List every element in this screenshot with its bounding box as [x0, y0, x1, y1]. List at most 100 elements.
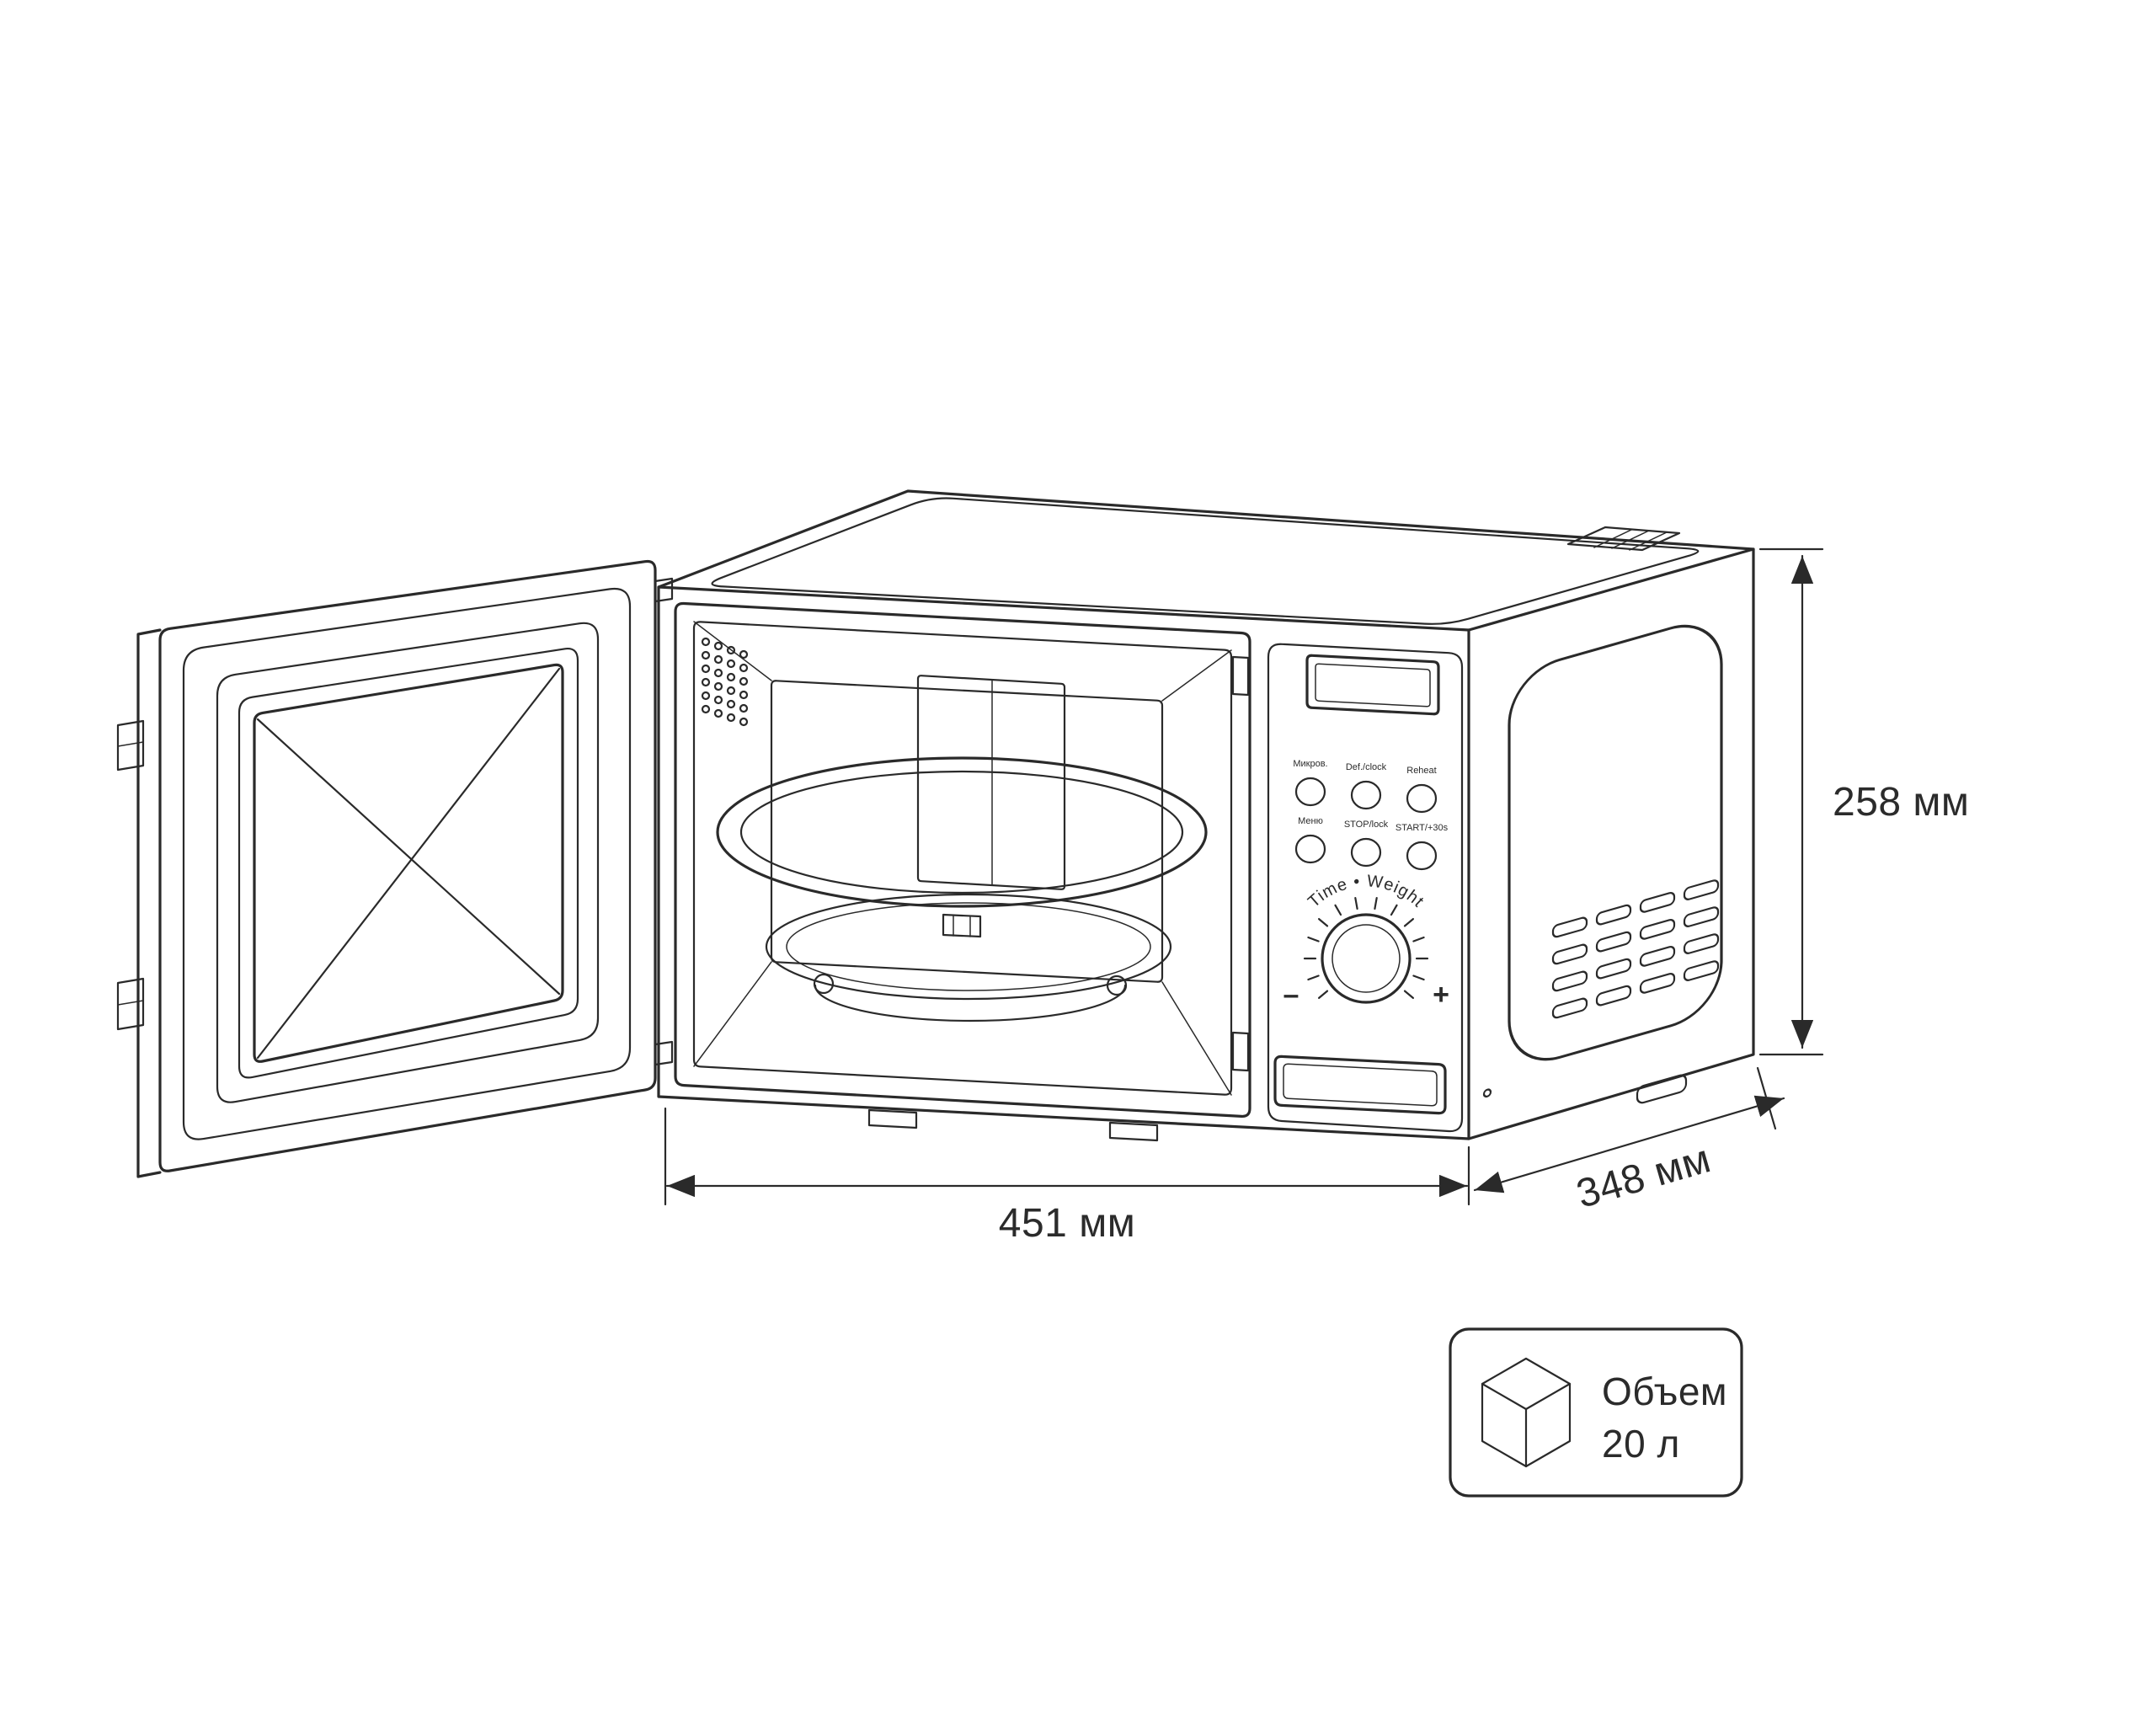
panel-button-label-defrost: Def./clock [1346, 762, 1387, 772]
cavity-edge-top-left [693, 621, 772, 681]
vent-hole [739, 676, 749, 686]
latch-slot-bottom [1231, 1031, 1250, 1072]
knob-tick [1412, 974, 1425, 981]
height-dim-label: 258 мм [1833, 780, 1969, 825]
vent-hole [726, 659, 736, 669]
vent-hole [713, 654, 723, 665]
vent-hole [726, 713, 736, 723]
vent-slot [1551, 916, 1588, 938]
top-panel-outline [711, 497, 1700, 625]
cavity-door-seal [692, 621, 1233, 1096]
door-frame-outer [182, 587, 632, 1140]
door-window [253, 663, 564, 1063]
vent-hole [739, 649, 749, 659]
panel-button-microwave [1294, 777, 1326, 807]
knob-tick [1354, 896, 1358, 910]
vent-hole [739, 663, 749, 673]
vent-hole [701, 664, 711, 674]
foot-front-right [1108, 1121, 1159, 1142]
vent-slot [1683, 906, 1720, 927]
knob-tick [1390, 904, 1398, 916]
vent-slot [1595, 958, 1632, 980]
door-latch-top [654, 577, 674, 603]
microwave-body [657, 489, 1755, 1142]
vent-slot [1551, 997, 1588, 1019]
vent-slot [1595, 904, 1632, 926]
door-window-cross-1 [256, 718, 561, 996]
knob-tick [1403, 990, 1415, 1000]
dimension-height: 258 мм [1758, 547, 1969, 1056]
volume-label: Объем [1602, 1370, 1727, 1413]
panel-button-start [1406, 841, 1438, 871]
vent-hole [739, 717, 749, 727]
door-hinge-bottom [116, 977, 145, 1031]
volume-value: 20 л [1602, 1422, 1680, 1466]
vent-hole [713, 695, 723, 705]
panel-button-reheat [1406, 783, 1438, 814]
vent-hole [726, 645, 736, 655]
knob-tick [1317, 917, 1329, 927]
foot-rear [1636, 1074, 1688, 1104]
panel-button-label-reheat: Reheat [1406, 766, 1436, 776]
vent-hole [701, 677, 711, 687]
panel-button-stop [1350, 837, 1382, 868]
door-window-cross-2 [256, 667, 561, 1060]
turntable-coupler [942, 913, 982, 938]
cavity-edge-bottom-left [693, 961, 772, 1067]
width-dim-label: 451 мм [999, 1201, 1135, 1246]
knob-tick [1412, 936, 1425, 942]
cavity-edge-bottom-right [1161, 981, 1232, 1096]
vent-hole [701, 650, 711, 660]
cavity-opening-frame [674, 601, 1251, 1119]
door-outline [158, 559, 657, 1172]
display [1305, 654, 1440, 716]
knob-label: Time • Weight [1305, 872, 1427, 911]
door-thickness-edge [136, 628, 162, 1178]
cavity-vent-holes [701, 637, 749, 727]
panel-outline [1267, 643, 1464, 1133]
panel-button-label-start: START/+30s [1396, 823, 1449, 833]
foot-front-left [867, 1108, 918, 1129]
vent-hole [739, 703, 749, 713]
dimension-width: 451 мм [664, 1107, 1470, 1246]
vent-hole [726, 686, 736, 696]
panel-button-label-microwave: Микров. [1293, 759, 1327, 769]
cavity [674, 601, 1251, 1119]
knob-tick [1317, 990, 1329, 1000]
vent-hole [713, 668, 723, 678]
vent-hole [726, 699, 736, 709]
turntable-plate [716, 756, 1208, 908]
waveguide-cover [916, 675, 1066, 890]
top-vent [1566, 526, 1681, 552]
control-panel: Микров. Def./clock Reheat Меню STOP/lock… [1267, 643, 1464, 1133]
knob-tick [1307, 974, 1320, 981]
door-handle-recess [1273, 1055, 1447, 1115]
svg-text:Time • Weight: Time • Weight [1305, 872, 1428, 911]
side-window [1508, 624, 1723, 1061]
vent-slot [1639, 892, 1676, 913]
door-handle-recess-inner [1283, 1063, 1438, 1107]
roller-ring [765, 893, 1172, 1001]
side-screw [1482, 1088, 1492, 1098]
turntable-plate-rim [739, 770, 1184, 894]
depth-dim-line [1473, 1095, 1785, 1193]
knob-ticks [1303, 896, 1429, 1000]
vent-slot [1683, 933, 1720, 954]
side-panel [1482, 624, 1723, 1104]
vent-hole [713, 681, 723, 691]
display-screen [1315, 663, 1431, 707]
knob-minus-label: – [1283, 979, 1299, 1011]
door-latch-bottom [654, 1040, 674, 1066]
vent-hole [713, 708, 723, 718]
volume-card-border [1449, 1327, 1743, 1498]
depth-dim-label: 348 мм [1572, 1136, 1716, 1217]
knob-tick [1374, 896, 1378, 910]
roller-left [813, 973, 835, 995]
panel-button-label-menu: Меню [1298, 816, 1323, 826]
side-vent-grille [1551, 879, 1720, 1019]
vent-slot [1639, 919, 1676, 940]
vent-slot [1595, 985, 1632, 1007]
panel-button-menu [1294, 834, 1326, 864]
panel-button-label-stop: STOP/lock [1344, 820, 1389, 830]
